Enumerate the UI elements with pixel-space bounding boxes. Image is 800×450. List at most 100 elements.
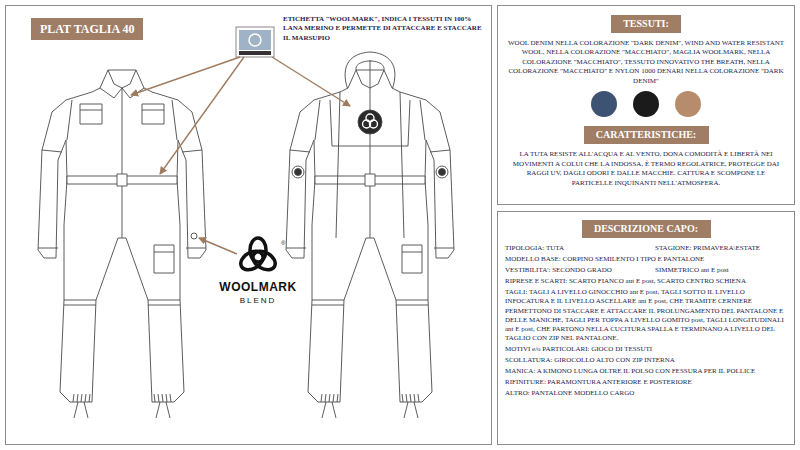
woolmark-logo (238, 238, 279, 273)
heading-wrap: DESCRIZIONE CAPO: (505, 218, 787, 238)
gathered-cuff (166, 394, 167, 402)
ankle-tie (166, 402, 170, 418)
pocket-flap (154, 252, 174, 253)
body-text: LA TUTA RESISTE ALL'ACQUA E AL VENTO, DO… (506, 150, 786, 188)
label-bar (239, 51, 271, 55)
longitudinal-cut (400, 92, 404, 238)
gathered-cuff (73, 394, 74, 402)
spec-text: STAGIONE: PRIMAVERA\ESTATE (655, 244, 787, 253)
leader-line (160, 57, 244, 174)
body-text: WOOL DENIM NELLA COLORAZIONE "DARK DENIM… (506, 39, 786, 86)
knee-zip (312, 305, 344, 306)
spec-text: TAGLI: TAGLI A LIVELLO GINOCCHIO ant E p… (505, 288, 787, 343)
spec-row: ALTRO: PANTALONE MODELLO CARGO (505, 389, 787, 398)
knee-zip (148, 305, 180, 306)
buckle (365, 174, 375, 186)
spec-row: VESTIBILITA': SECONDO GRADOSIMMETRICO an… (505, 266, 787, 275)
fabric-panel: TESSUTI: WOOL DENIM NELLA COLORAZIONE "DA… (497, 5, 795, 205)
gathered-cuff (329, 394, 330, 402)
gathered-cuff (402, 394, 403, 402)
heading-wrap: CARATTERISTICHE: (506, 124, 786, 144)
fabric-swatch (633, 91, 659, 117)
gathered-cuff (414, 394, 415, 402)
sleeve-logo-core (439, 169, 446, 176)
gathered-cuff (170, 394, 171, 402)
center-front (122, 88, 123, 238)
ankle-tie (74, 402, 78, 418)
gathered-cuff (81, 394, 82, 402)
sleeve-cuff (186, 248, 206, 249)
sleeve-cuff (434, 248, 454, 249)
ankle-tie (332, 402, 336, 418)
heading-text: PLAT TAGLIA 40 (40, 22, 134, 36)
logo-loop (238, 248, 267, 274)
armhole-cut (172, 100, 177, 140)
label-field (239, 30, 271, 50)
knee-zip (396, 305, 428, 306)
ankle-tie (404, 402, 408, 418)
label-holder: ® (281, 240, 291, 246)
spec-text: ALTRO: PANTALONE MODELLO CARGO (505, 389, 634, 398)
cargo-pocket (402, 245, 422, 273)
attachment-point (191, 233, 197, 239)
jumpsuit-outline (286, 70, 454, 402)
zip (370, 60, 371, 88)
elbow-cut (182, 150, 202, 152)
leader-line (272, 57, 350, 106)
heading-text: DESCRIZIONE CAPO: (594, 223, 699, 235)
elbow-cut (42, 150, 62, 152)
fabric-swatch (675, 91, 701, 117)
sleeve-logo (436, 166, 448, 178)
gathered-cuff (410, 394, 411, 402)
sleeve-cuff (286, 248, 306, 249)
spec-text: RIPRESE E SCARTI: SCARTO FIANCO ant E po… (505, 277, 746, 286)
text-holder: ETICHETTA "WOOLMARK", INDICA I TESSUTI I… (283, 15, 488, 43)
gathered-cuff (77, 394, 78, 402)
logo-swirl (363, 120, 371, 128)
collar-flap (100, 88, 122, 98)
ankle-tie (84, 402, 88, 418)
note-text: ETICHETTA "WOOLMARK", INDICA I TESSUTI I… (283, 15, 488, 43)
buckle (117, 174, 127, 186)
spec-text: VESTIBILITA': SECONDO GRADO (505, 266, 655, 275)
heading-wrap: TESSUTI: (506, 13, 786, 33)
label-holder: WOOLMARK (214, 280, 302, 294)
chest-pocket (142, 104, 164, 124)
section-heading: DESCRIZIONE CAPO: (582, 220, 711, 238)
knee-zip (64, 305, 96, 306)
gathered-cuff (406, 394, 407, 402)
gathered-cuff (337, 394, 338, 402)
gathered-cuff (418, 394, 419, 402)
knee-cut (64, 300, 96, 301)
pocket-flap (402, 252, 422, 253)
knee-cut (312, 300, 344, 301)
elbow-cut (430, 150, 450, 152)
leader-line (131, 57, 240, 95)
cargo-pocket (154, 245, 174, 273)
elbow-cut (290, 150, 310, 152)
spec-text: SIMMETRICO ant E post (655, 266, 787, 275)
spec-text: SCOLLATURA: GIROCOLLO ALTO CON ZIP INTER… (505, 356, 675, 365)
gathered-cuff (333, 394, 334, 402)
sleeve-logo-core (295, 169, 302, 176)
sketch-panel: ETICHETTA "WOOLMARK", INDICA I TESSUTI I… (5, 5, 492, 445)
spec-row: MODELLO BASE: CORPINO SEMILENTO I TIPO E… (505, 255, 787, 264)
spec-text: TIPOLOGIA: TUTA (505, 244, 655, 253)
knee-cut (396, 300, 428, 301)
spec-row: TAGLI: TAGLI A LIVELLO GINOCCHIO ant E p… (505, 288, 787, 343)
pocket-flap (142, 110, 164, 111)
spec-row: RIPRESE E SCARTI: SCARTO FIANCO ant E po… (505, 277, 787, 286)
chest-logo (358, 110, 382, 134)
jumpsuit-sketch (286, 52, 454, 418)
jumpsuit-outline (38, 70, 206, 402)
gathered-cuff (321, 394, 322, 402)
spec-text: MOTIVI e/o PARTICOLARI: GIOCO DI TESSUTI (505, 345, 652, 354)
armhole-cut (420, 100, 425, 140)
logo-text: ® (281, 240, 291, 246)
color-swatches (506, 90, 786, 118)
spec-row: MANICA: A KIMONO LUNGA OLTRE IL POLSO CO… (505, 367, 787, 376)
sleeve-logo (292, 166, 304, 178)
ankle-tie (414, 402, 418, 418)
spec-row: SCOLLATURA: GIROCOLLO ALTO CON ZIP INTER… (505, 356, 787, 365)
